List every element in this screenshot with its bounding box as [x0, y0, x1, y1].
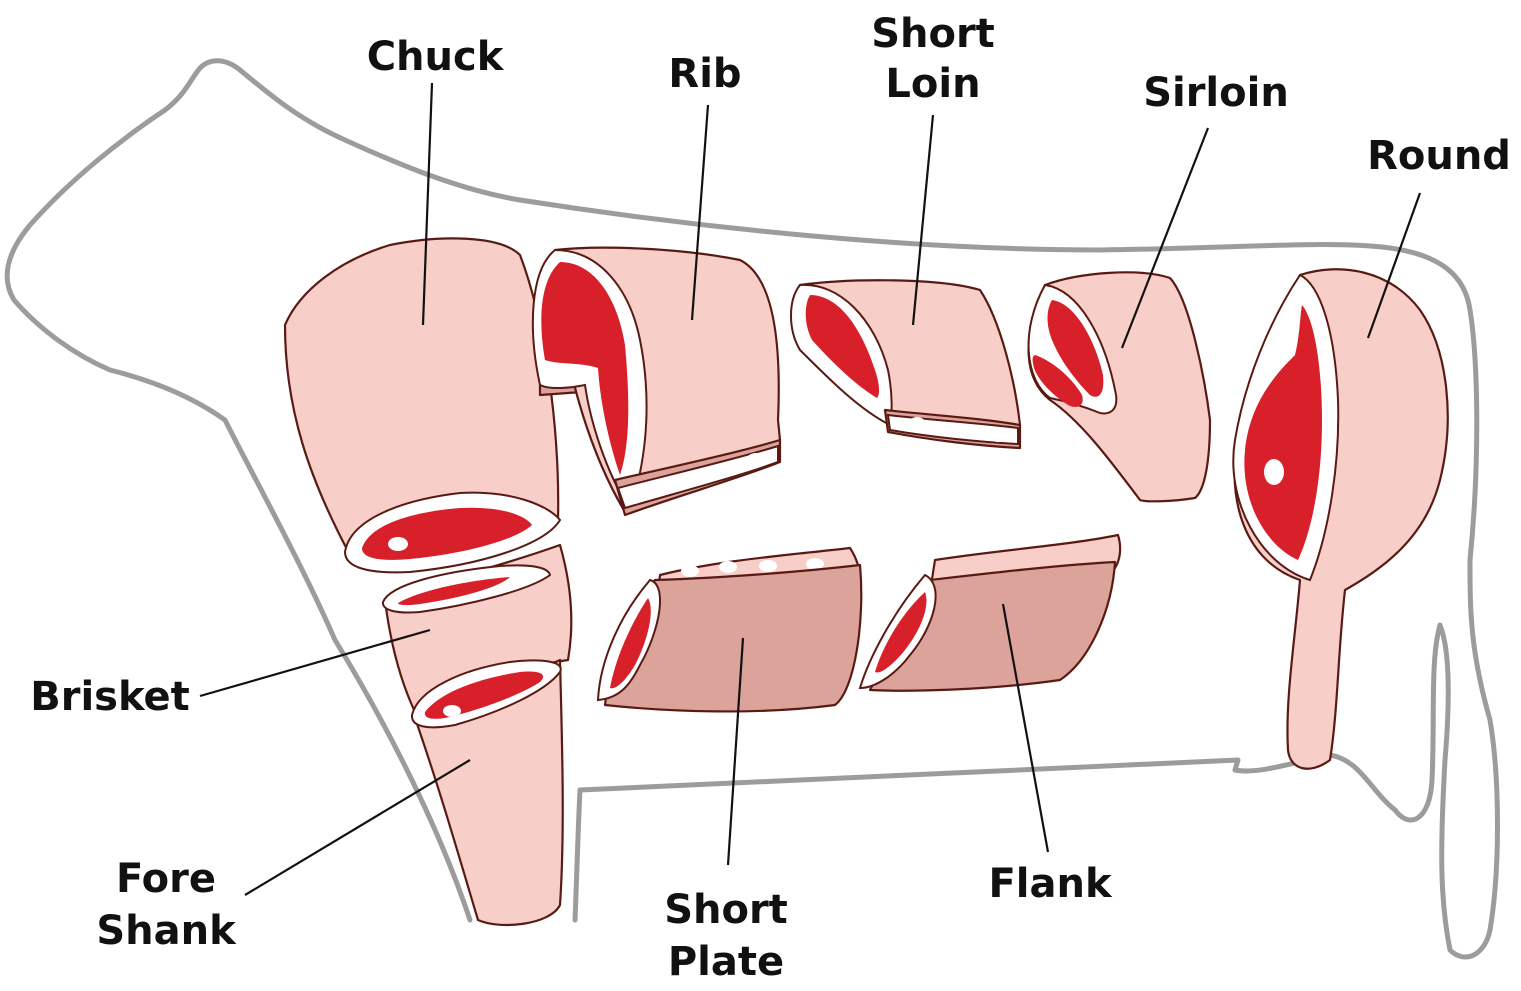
label-brisket: Brisket — [30, 674, 190, 720]
label-short-plate-line2: Plate — [668, 939, 784, 985]
chuck-cut — [285, 238, 560, 572]
flank-cut — [860, 535, 1120, 691]
label-short-loin-line1: Short — [871, 11, 995, 57]
sirloin-cut — [1029, 272, 1210, 501]
label-flank: Flank — [988, 861, 1113, 907]
brisket-leader — [200, 630, 430, 696]
short-plate-cut — [598, 548, 861, 711]
label-sirloin: Sirloin — [1143, 70, 1289, 116]
label-chuck: Chuck — [367, 34, 505, 80]
label-short-loin-line2: Loin — [885, 61, 980, 107]
label-fore-shank-line1: Fore — [116, 856, 216, 902]
label-rib: Rib — [668, 51, 741, 97]
label-round: Round — [1367, 133, 1511, 179]
round-cut — [1233, 269, 1447, 768]
fore-shank-cut — [412, 660, 563, 925]
short-loin-cut — [791, 280, 1020, 448]
label-short-plate-line1: Short — [664, 887, 788, 933]
label-fore-shank-line2: Shank — [96, 908, 237, 954]
rib-cut — [533, 248, 780, 515]
